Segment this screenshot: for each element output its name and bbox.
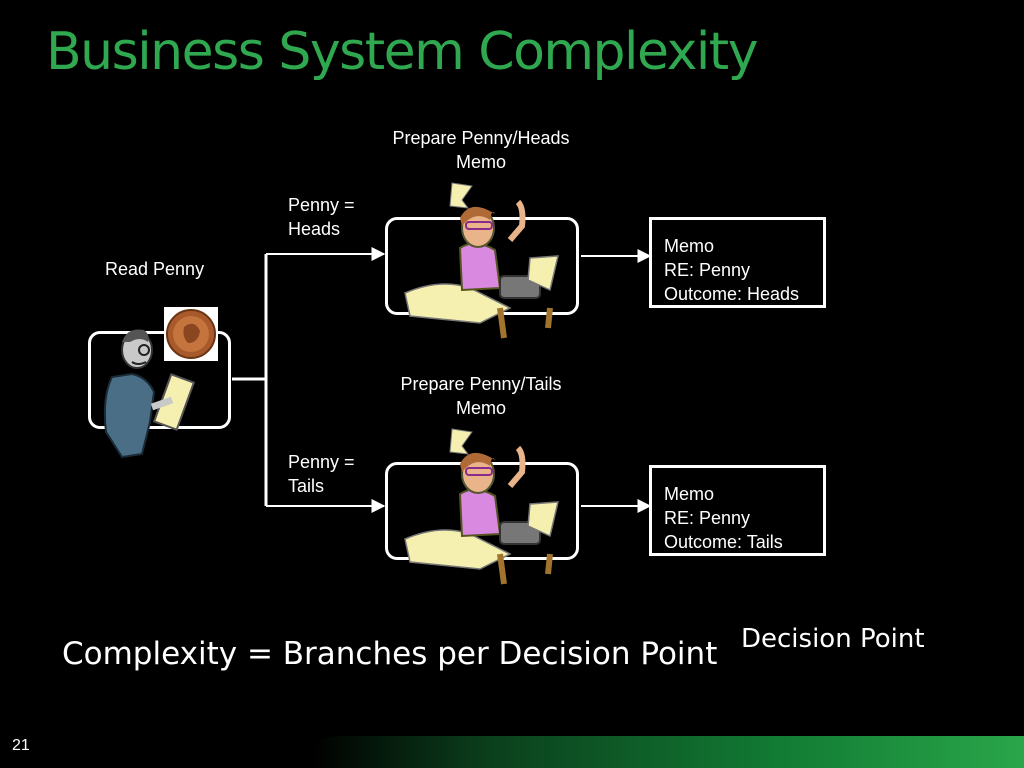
decision-point-label: Decision Point	[741, 624, 925, 654]
penny-coin-icon	[164, 307, 218, 361]
secretary-typing-clipart-tails	[404, 428, 559, 585]
read-penny-label: Read Penny	[105, 259, 205, 279]
page-number: 21	[12, 737, 30, 754]
heads-memo-box: Memo RE: Penny Outcome: Heads	[649, 217, 826, 308]
tails-memo-box: Memo RE: Penny Outcome: Tails	[649, 465, 826, 556]
tails-memo-line-3: Outcome: Tails	[664, 532, 783, 552]
slide-title: Business System Complexity	[46, 22, 758, 82]
heads-process-label: Prepare Penny/Heads Memo	[392, 128, 570, 172]
secretary-typing-clipart-heads	[404, 182, 559, 339]
read-penny-box	[88, 331, 231, 429]
heads-memo-line-1: Memo	[664, 236, 715, 256]
footer-accent-bar	[310, 736, 1024, 768]
heads-memo-line-2: RE: Penny	[664, 260, 751, 280]
tails-memo-line-2: RE: Penny	[664, 508, 751, 528]
heads-condition-label: Penny = Heads	[288, 195, 355, 239]
complexity-formula: Complexity = Branches per Decision Point	[62, 636, 718, 672]
tails-process-label: Prepare Penny/Tails Memo	[400, 374, 562, 418]
man-reading-clipart	[103, 329, 196, 459]
heads-memo-line-3: Outcome: Heads	[664, 284, 800, 304]
tails-condition-label: Penny = Tails	[288, 452, 355, 496]
tails-memo-line-1: Memo	[664, 484, 715, 504]
